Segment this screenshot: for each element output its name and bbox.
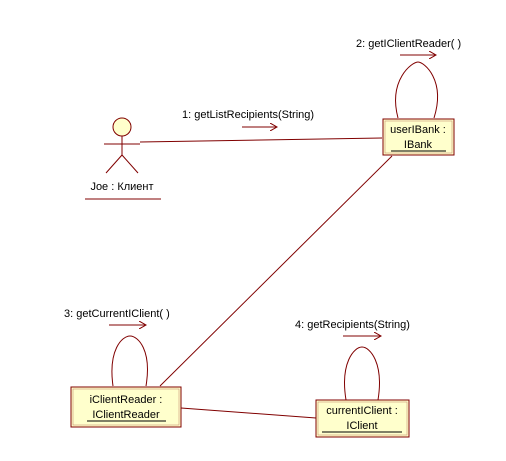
self-link-bank <box>395 61 439 119</box>
actor-label: Joe : Клиент <box>90 181 153 193</box>
message-3-label: 3: getCurrentIClient( ) <box>64 308 170 320</box>
object-user-bank[interactable]: userIBank : IBank <box>382 118 455 156</box>
object-client-reader-type: IClientReader <box>92 409 160 421</box>
object-user-bank-name: userIBank : <box>390 124 446 136</box>
message-2-label: 2: getIClientReader( ) <box>356 38 461 50</box>
object-current-client-type: IClient <box>346 420 377 432</box>
object-client-reader[interactable]: iClientReader : IClientReader <box>70 386 182 428</box>
message-4-label: 4: getRecipients(String) <box>295 319 410 331</box>
stick-figure-icon[interactable] <box>104 117 140 174</box>
message-1-label: 1: getListRecipients(String) <box>182 109 314 121</box>
self-link-client <box>344 346 380 401</box>
object-current-client-name: currentIClient : <box>326 405 398 417</box>
self-link-reader <box>111 335 148 387</box>
object-client-reader-name: iClientReader : <box>90 394 163 406</box>
link-actor-bank <box>139 137 383 143</box>
link-bank-reader <box>159 155 393 387</box>
object-user-bank-type: IBank <box>404 139 433 151</box>
link-reader-client <box>180 407 317 419</box>
object-current-client[interactable]: currentIClient : IClient <box>315 399 410 438</box>
